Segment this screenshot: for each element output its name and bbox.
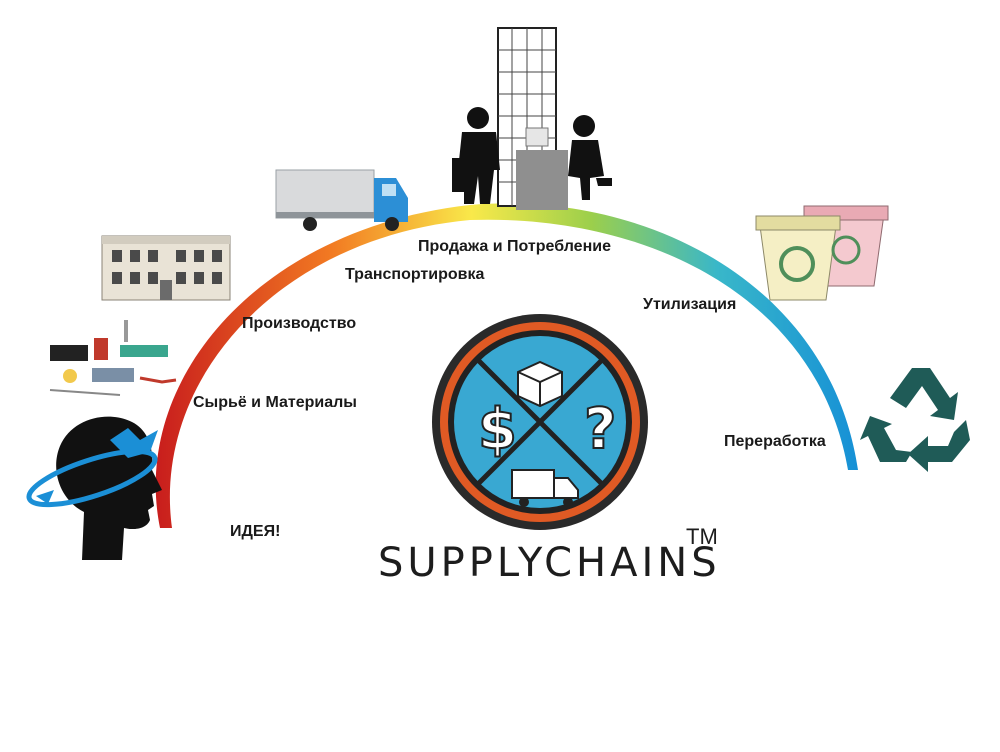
brand-trademark: TM — [686, 524, 718, 549]
stage-label-production: Производство — [242, 315, 357, 332]
svg-text:?: ? — [584, 397, 616, 462]
factory-building-icon — [101, 235, 231, 301]
recycle-bins-icon — [755, 205, 889, 301]
stage-label-idea: ИДЕЯ! — [230, 523, 281, 540]
brand-name: SUPPLYCHAINS — [378, 540, 721, 586]
business-people-icon — [452, 27, 612, 210]
stage-label-recycling: Переработка — [724, 433, 826, 450]
stage-label-raw-materials: Сырьё и Материалы — [193, 394, 357, 411]
stage-label-transport: Транспортировка — [345, 266, 485, 283]
components-icon — [49, 320, 177, 396]
head-silhouette-icon — [26, 416, 162, 560]
recycle-icon — [860, 368, 970, 472]
supply-chain-badge-icon: $ ? — [432, 314, 648, 530]
stage-label-disposal: Утилизация — [643, 296, 737, 313]
stage-label-sales: Продажа и Потребление — [418, 238, 611, 255]
delivery-truck-icon — [275, 169, 408, 231]
svg-text:$: $ — [478, 397, 517, 462]
